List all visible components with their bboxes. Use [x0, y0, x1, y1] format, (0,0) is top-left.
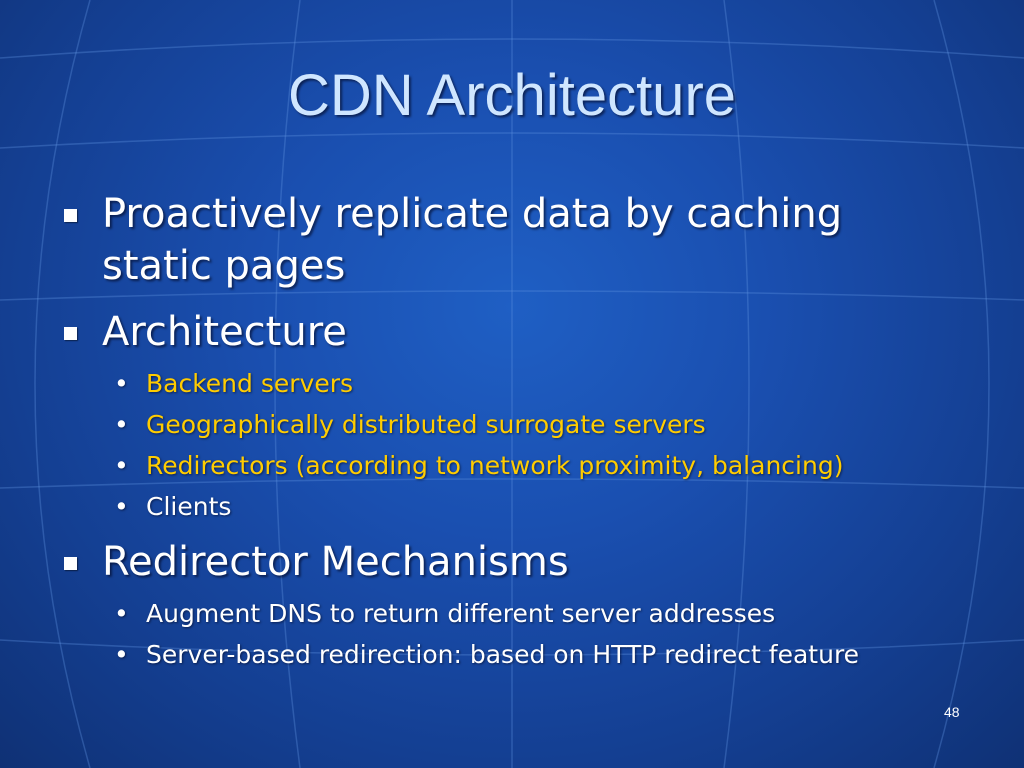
sub-bullet-text: Augment DNS to return different server a…	[146, 599, 776, 628]
sub-bullet-redirectors: • Redirectors (according to network prox…	[114, 449, 966, 483]
sub-bullet-text: Clients	[146, 492, 232, 521]
dot-bullet-icon: •	[114, 599, 129, 628]
bullet-proactively-replicate: Proactively replicate data by caching st…	[64, 188, 962, 292]
dot-bullet-icon: •	[114, 451, 129, 480]
square-bullet-icon	[64, 327, 77, 340]
sub-bullet-surrogate-servers: • Geographically distributed surrogate s…	[114, 408, 966, 442]
square-bullet-icon	[64, 209, 77, 222]
sub-bullet-text: Server-based redirection: based on HTTP …	[146, 640, 860, 669]
dot-bullet-icon: •	[114, 369, 129, 398]
sub-bullet-text: Backend servers	[146, 369, 354, 398]
sub-bullet-text: Redirectors (according to network proxim…	[146, 451, 844, 480]
bullet-architecture: Architecture	[64, 306, 962, 358]
dot-bullet-icon: •	[114, 640, 129, 669]
sub-bullet-text: Geographically distributed surrogate ser…	[146, 410, 706, 439]
bullet-text: Proactively replicate data by caching st…	[102, 191, 843, 289]
page-number: 48	[944, 704, 960, 720]
dot-bullet-icon: •	[114, 410, 129, 439]
bullet-text: Redirector Mechanisms	[102, 539, 569, 585]
sub-bullet-backend-servers: • Backend servers	[114, 367, 966, 401]
bullet-redirector-mechanisms: Redirector Mechanisms	[64, 536, 962, 588]
sub-bullet-clients: • Clients	[114, 490, 966, 524]
dot-bullet-icon: •	[114, 492, 129, 521]
slide-title: CDN Architecture	[287, 63, 737, 128]
bullet-text: Architecture	[102, 309, 347, 355]
square-bullet-icon	[64, 557, 77, 570]
sub-bullet-augment-dns: • Augment DNS to return different server…	[114, 597, 966, 631]
sub-bullet-server-based-redirection: • Server-based redirection: based on HTT…	[114, 638, 886, 672]
